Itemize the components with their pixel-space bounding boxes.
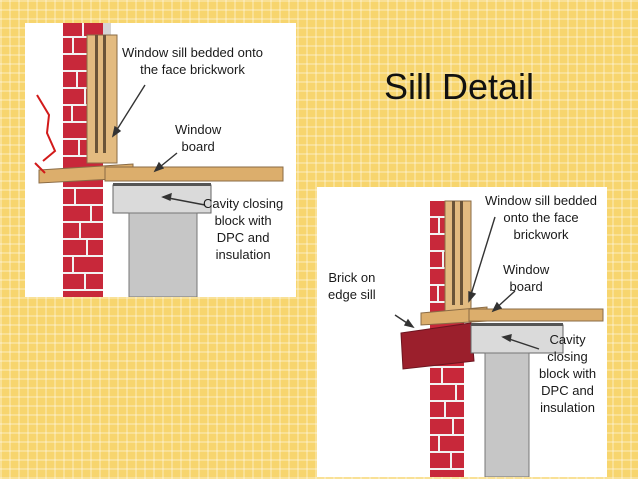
right-diagram-drawing bbox=[394, 200, 604, 477]
window-board bbox=[468, 308, 604, 322]
red-annotation-mark bbox=[34, 94, 57, 174]
window-frame bbox=[86, 34, 118, 164]
label-brick-on-edge: Brick on edge sill bbox=[328, 270, 376, 302]
label-cavity-closing: Cavity closing block with DPC and insula… bbox=[203, 196, 284, 262]
label-sill-bedded: Window sill bedded onto the face brickwo… bbox=[484, 193, 597, 242]
inner-blockwork bbox=[484, 352, 530, 477]
leader-arrows bbox=[394, 216, 540, 350]
left-sill-diagram: Window sill bedded onto the face brickwo… bbox=[25, 23, 296, 297]
leader-arrows bbox=[111, 84, 206, 206]
label-window-board: Window board bbox=[175, 122, 222, 154]
label-window-board: Window board bbox=[503, 262, 550, 294]
cavity-closer bbox=[112, 184, 212, 214]
left-diagram-drawing bbox=[34, 23, 284, 297]
page-title: Sill Detail bbox=[384, 66, 535, 107]
window-frame bbox=[444, 200, 472, 312]
label-cavity-closing: Cavity closing block with DPC and insula… bbox=[539, 332, 597, 415]
brick-on-edge-sill bbox=[400, 322, 475, 370]
right-sill-diagram: Window sill bedded onto the face brickwo… bbox=[317, 187, 607, 477]
inner-blockwork bbox=[128, 212, 198, 297]
label-sill-bedded: Window sill bedded onto the face brickwo… bbox=[122, 45, 263, 77]
window-board bbox=[104, 166, 284, 182]
